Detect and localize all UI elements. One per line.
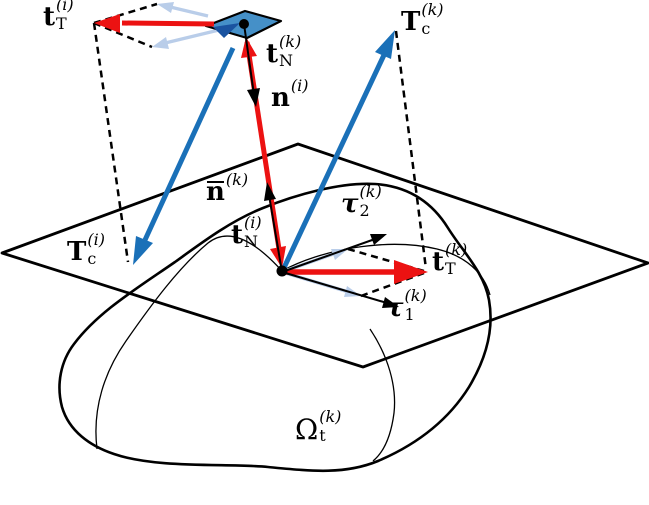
tTi-arrow-shaft bbox=[121, 20, 215, 27]
label-base: t bbox=[231, 220, 244, 250]
label-sup: (k) bbox=[421, 0, 444, 19]
label-sup: (i) bbox=[87, 230, 105, 249]
ni-arrow-shaft bbox=[243, 23, 255, 96]
label-base: t bbox=[266, 39, 279, 69]
dashed-tTi-to-pale-upper bbox=[93, 2, 158, 25]
pale-arrow-i-upper-shaft bbox=[165, 4, 209, 18]
label-tau-1-k: τ (k)1 bbox=[386, 288, 427, 324]
label-T-c-i: T (i)c bbox=[67, 232, 105, 268]
label-sub: 2 bbox=[359, 201, 370, 220]
label-base: n bbox=[206, 177, 225, 207]
surface-curve-left bbox=[95, 235, 283, 450]
label-sup: (i) bbox=[290, 76, 309, 95]
label-base: t bbox=[432, 247, 445, 277]
label-n-i: n (i) bbox=[271, 78, 309, 113]
label-sup: (k) bbox=[279, 32, 302, 51]
label-t-N-i: t (i)N bbox=[231, 215, 262, 251]
label-sub: 1 bbox=[404, 305, 415, 324]
label-base: Ω bbox=[295, 413, 319, 446]
pale-arrow-i-lower-shaft bbox=[160, 28, 220, 46]
tTk-arrow-head bbox=[394, 260, 428, 284]
label-base: n bbox=[271, 83, 290, 113]
label-Omega-t-k: Ω (k)t bbox=[295, 409, 341, 446]
label-sup: (k) bbox=[319, 407, 342, 426]
dashed-Tck-to-tTk bbox=[394, 30, 428, 270]
Tci-arrow-head bbox=[133, 236, 153, 265]
label-sub: c bbox=[421, 19, 431, 38]
label-sub: c bbox=[87, 249, 97, 268]
tangent-plane bbox=[0, 142, 649, 369]
ni-arrow-head bbox=[247, 88, 260, 107]
surface-curve-right bbox=[281, 243, 491, 296]
label-base: τ bbox=[341, 189, 359, 219]
Tci-arrow-shaft bbox=[142, 46, 236, 242]
tNi-arrow-head bbox=[270, 246, 286, 268]
label-base: t bbox=[43, 2, 56, 32]
nbark-arrow-head bbox=[264, 182, 276, 201]
label-sub: N bbox=[244, 232, 259, 251]
label-base: T bbox=[67, 237, 87, 267]
pale-arrow-i-upper-head bbox=[157, 2, 174, 13]
label-sub: T bbox=[56, 14, 67, 33]
label-sup: (k) bbox=[445, 240, 468, 259]
surface-outline bbox=[58, 182, 492, 473]
tau2-arrow-shaft bbox=[281, 238, 376, 273]
label-tau-2-k: τ (k)2 bbox=[341, 184, 382, 220]
label-sup: (i) bbox=[56, 0, 74, 14]
label-T-c-k: T (k)c bbox=[401, 2, 444, 38]
dashed-tTi-to-pale-lower bbox=[93, 21, 153, 49]
label-base: τ bbox=[386, 293, 404, 323]
label-sub: t bbox=[319, 426, 326, 445]
Tck-arrow-shaft bbox=[279, 53, 387, 274]
nbark-arrow-shaft bbox=[268, 194, 283, 273]
tau1-arrow-head bbox=[382, 297, 399, 308]
label-sup: (k) bbox=[225, 170, 249, 189]
label-sup: (k) bbox=[359, 182, 382, 201]
label-t-T-k: t (k)T bbox=[432, 242, 467, 278]
dashed-tTi-to-Tci bbox=[92, 22, 130, 263]
pale-arrow-i-lower-head bbox=[152, 37, 169, 49]
tau1-arrow-shaft bbox=[281, 271, 388, 304]
tau2-arrow-head bbox=[370, 234, 387, 245]
surface-contact-point bbox=[276, 265, 288, 277]
surface-curve-inner bbox=[369, 328, 396, 462]
label-sub: T bbox=[445, 259, 456, 278]
patch-inner-arrowhead bbox=[213, 23, 240, 38]
tTi-arrow-head bbox=[94, 14, 120, 33]
patch-contact-point bbox=[239, 19, 249, 29]
label-t-N-k: t (k)N bbox=[266, 34, 301, 70]
label-sup: (i) bbox=[244, 213, 262, 232]
pale-arrow-k-upper-head bbox=[331, 249, 348, 260]
label-sub: N bbox=[279, 51, 294, 70]
label-nbar-k: n (k) bbox=[206, 172, 248, 207]
Tck-arrow-head bbox=[375, 30, 395, 59]
tNk-arrow-head bbox=[241, 37, 257, 58]
label-t-T-i: t (i)T bbox=[43, 0, 74, 33]
label-base: T bbox=[401, 7, 421, 37]
label-sup: (k) bbox=[404, 286, 427, 305]
